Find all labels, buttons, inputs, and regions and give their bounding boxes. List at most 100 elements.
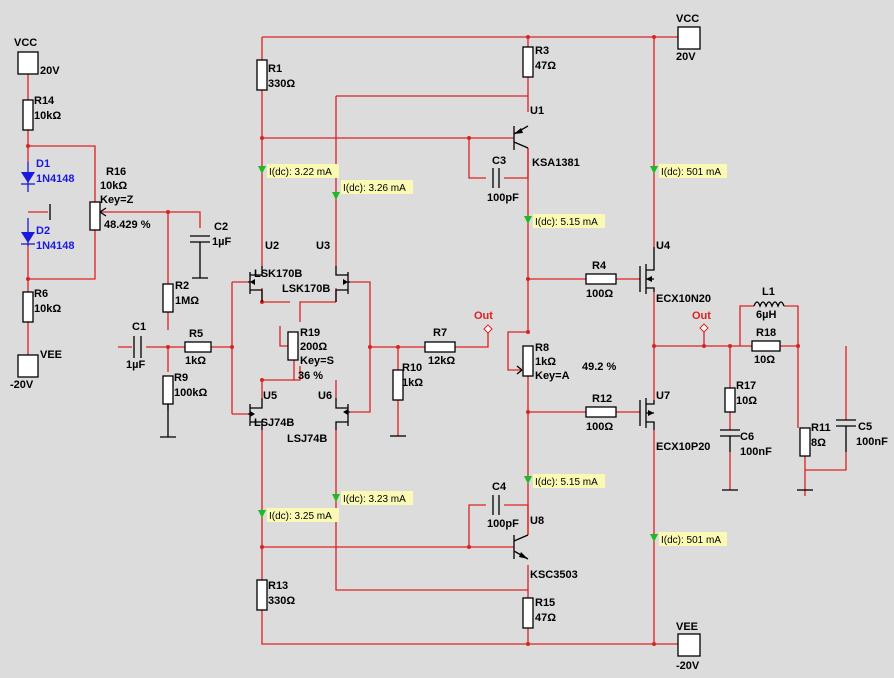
svg-text:C1: C1 [132, 321, 146, 333]
svg-text:Out: Out [692, 310, 711, 322]
svg-text:VEE: VEE [40, 349, 62, 361]
capacitor-c5: C5 100nF [836, 346, 888, 452]
probe-5: I(dc): 3.25 mA [258, 508, 339, 522]
svg-text:R18: R18 [756, 327, 776, 339]
capacitor-c6: C6 100nF [720, 429, 772, 491]
svg-text:I(dc): 5.15 mA: I(dc): 5.15 mA [535, 217, 598, 228]
svg-text:LSJ74B: LSJ74B [287, 433, 327, 445]
resistor-r10: R10 1kΩ [390, 362, 423, 437]
jfet-u3: U3 LSK170B [282, 240, 350, 302]
svg-text:1kΩ: 1kΩ [535, 356, 556, 368]
svg-text:C3: C3 [492, 155, 506, 167]
resistor-r6: R6 10kΩ [22, 288, 61, 323]
svg-text:R12: R12 [592, 393, 612, 405]
svg-text:C2: C2 [214, 221, 228, 233]
svg-text:100pF: 100pF [487, 192, 519, 204]
svg-text:I(dc): 3.26 mA: I(dc): 3.26 mA [343, 183, 406, 194]
svg-text:49.2 %: 49.2 % [582, 361, 616, 373]
diode-d1: D1 1N4148 [21, 158, 75, 192]
svg-text:100pF: 100pF [487, 518, 519, 530]
svg-text:R13: R13 [268, 580, 288, 592]
svg-text:ECX10N20: ECX10N20 [656, 293, 711, 305]
capacitor-c1: C1 1µF [126, 321, 146, 371]
svg-text:I(dc): 501 mA: I(dc): 501 mA [661, 535, 721, 546]
svg-text:Out: Out [474, 310, 493, 322]
svg-text:100nF: 100nF [740, 446, 772, 458]
svg-text:330Ω: 330Ω [268, 595, 295, 607]
svg-text:1kΩ: 1kΩ [185, 355, 206, 367]
svg-text:10kΩ: 10kΩ [100, 180, 127, 192]
svg-text:Key=A: Key=A [535, 370, 570, 382]
svg-text:R6: R6 [34, 288, 48, 300]
svg-text:R16: R16 [106, 166, 126, 178]
mosfet-u7: U7 ECX10P20 [639, 390, 710, 453]
svg-text:C6: C6 [740, 431, 754, 443]
wires [27, 36, 847, 645]
svg-text:20V: 20V [676, 51, 696, 63]
svg-text:8Ω: 8Ω [811, 437, 826, 449]
diode-d2: D2 1N4148 [21, 218, 75, 252]
svg-text:-20V: -20V [676, 660, 700, 672]
resistor-r1: R1 330Ω [256, 59, 295, 91]
svg-text:100Ω: 100Ω [586, 288, 613, 300]
svg-text:10kΩ: 10kΩ [34, 110, 61, 122]
svg-text:-20V: -20V [10, 379, 34, 391]
resistor-r17: R17 10Ω [724, 380, 757, 413]
resistor-r18: R18 10Ω [751, 327, 781, 366]
svg-text:6µH: 6µH [756, 309, 776, 321]
jfet-u6: U6 LSJ74B [287, 390, 350, 445]
vcc-left: VCC 20V [14, 37, 60, 77]
probe-2: I(dc): 3.26 mA [332, 180, 413, 200]
probe-4: I(dc): 501 mA [650, 164, 727, 178]
svg-text:C5: C5 [858, 421, 872, 433]
svg-text:U1: U1 [530, 105, 544, 117]
resistor-r15: R15 47Ω [522, 597, 556, 629]
svg-text:D1: D1 [36, 158, 50, 170]
resistor-r13: R13 330Ω [256, 579, 295, 611]
svg-text:I(dc): 3.25 mA: I(dc): 3.25 mA [269, 511, 332, 522]
net-label-out-mid: Out [474, 310, 493, 334]
svg-text:LSK170B: LSK170B [282, 283, 330, 295]
svg-text:10Ω: 10Ω [736, 395, 757, 407]
svg-text:20V: 20V [40, 65, 60, 77]
svg-text:R5: R5 [189, 328, 203, 340]
inductor-l1: L1 6µH [753, 286, 785, 321]
probe-1: I(dc): 3.22 mA [258, 164, 339, 178]
resistor-r14: R14 10kΩ [22, 95, 61, 131]
svg-text:100kΩ: 100kΩ [174, 387, 207, 399]
svg-text:100nF: 100nF [856, 436, 888, 448]
ground-mid-bias [28, 204, 51, 220]
svg-text:VCC: VCC [14, 37, 37, 49]
resistor-r9: R9 100kΩ [160, 372, 207, 438]
svg-text:VEE: VEE [676, 621, 698, 633]
svg-text:I(dc): 501 mA: I(dc): 501 mA [661, 167, 721, 178]
resistor-r7: R7 12kΩ [424, 327, 456, 367]
probe-3: I(dc): 5.15 mA [524, 214, 605, 228]
resistor-r3: R3 47Ω [522, 45, 556, 78]
svg-text:C4: C4 [492, 481, 507, 493]
svg-text:R7: R7 [433, 327, 447, 339]
svg-text:U4: U4 [656, 240, 671, 252]
svg-text:R15: R15 [535, 597, 555, 609]
net-label-out-right: Out [692, 310, 711, 333]
svg-text:R3: R3 [535, 45, 549, 57]
svg-text:R17: R17 [736, 380, 756, 392]
svg-text:I(dc): 5.15 mA: I(dc): 5.15 mA [535, 477, 598, 488]
svg-text:100Ω: 100Ω [586, 421, 613, 433]
svg-text:KSA1381: KSA1381 [532, 157, 580, 169]
capacitor-c4: C4 100pF [487, 481, 519, 530]
svg-text:1N4148: 1N4148 [36, 240, 75, 252]
svg-text:36 %: 36 % [298, 370, 323, 382]
svg-text:10kΩ: 10kΩ [34, 303, 61, 315]
svg-text:47Ω: 47Ω [535, 612, 556, 624]
probe-8: I(dc): 501 mA [650, 532, 727, 546]
svg-text:47Ω: 47Ω [535, 60, 556, 72]
svg-text:1N4148: 1N4148 [36, 173, 75, 185]
svg-text:Key=Z: Key=Z [100, 194, 134, 206]
capacitor-c3: C3 100pF [487, 155, 519, 204]
potentiometer-r8: R8 1kΩ Key=A 49.2 % [516, 342, 616, 382]
svg-text:1µF: 1µF [126, 359, 145, 371]
vee-right: VEE -20V [676, 621, 701, 672]
bjt-u1: U1 KSA1381 [513, 105, 580, 169]
